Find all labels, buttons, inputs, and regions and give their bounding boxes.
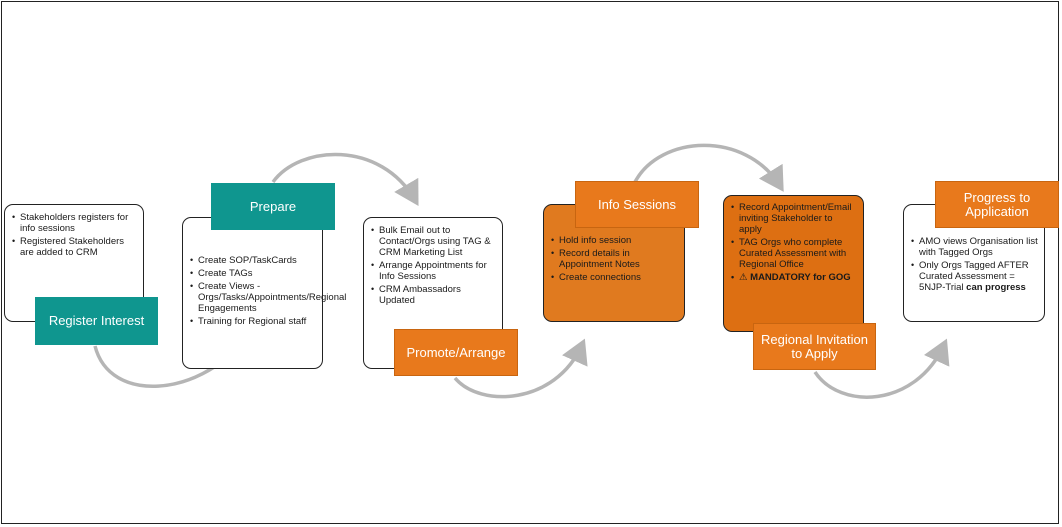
arrow-prepare-to-promote	[271, 152, 419, 207]
prepare-bullet-2: Create TAGs	[189, 268, 316, 279]
regional-invitation-label: Regional Invitation to Apply	[753, 323, 876, 370]
progress-to-application-label: Progress to Application	[935, 181, 1059, 228]
regional-bullet-2: TAG Orgs who complete Curated Assessment…	[730, 237, 857, 270]
prepare-bullet-4: Training for Regional staff	[189, 316, 316, 327]
arrow-regional-to-progress	[813, 338, 950, 399]
info-sessions-label: Info Sessions	[575, 181, 699, 228]
promote-arrange-label: Promote/Arrange	[394, 329, 518, 376]
register-interest-label: Register Interest	[35, 297, 158, 345]
prepare-bullet-3: Create Views - Orgs/Tasks/Appointments/R…	[189, 281, 346, 314]
regional-bullet-1: Record Appointment/Email inviting Stakeh…	[730, 202, 857, 235]
info-bullet-3: Create connections	[550, 272, 678, 283]
arrow-promote-to-info	[453, 338, 588, 399]
progress-bullet-2-bold: can progress	[966, 282, 1026, 293]
register-bullet-1: Stakeholders registers for info sessions	[11, 212, 137, 234]
progress-bullet-2-text: Only Orgs Tagged AFTER Curated Assessmen…	[919, 260, 1029, 293]
regional-invitation-box: Record Appointment/Email inviting Stakeh…	[723, 195, 864, 332]
regional-mandatory-note: ⚠ MANDATORY for GOG	[730, 272, 857, 283]
prepare-box: Create SOP/TaskCards Create TAGs Create …	[182, 217, 346, 369]
arrow-info-to-regional	[633, 143, 784, 192]
prepare-bullet-1: Create SOP/TaskCards	[189, 255, 316, 266]
register-bullet-2: Registered Stakeholders are added to CRM	[11, 236, 137, 258]
info-bullet-2: Record details in Appointment Notes	[550, 248, 678, 270]
info-bullet-1: Hold info session	[550, 235, 678, 246]
progress-bullet-2: Only Orgs Tagged AFTER Curated Assessmen…	[910, 260, 1038, 293]
promote-bullet-2: Arrange Appointments for Info Sessions	[370, 260, 496, 282]
promote-bullet-3: CRM Ambassadors Updated	[370, 284, 496, 306]
prepare-label: Prepare	[211, 183, 335, 230]
progress-bullet-1: AMO views Organisation list with Tagged …	[910, 236, 1038, 258]
promote-bullet-1: Bulk Email out to Contact/Orgs using TAG…	[370, 225, 496, 258]
